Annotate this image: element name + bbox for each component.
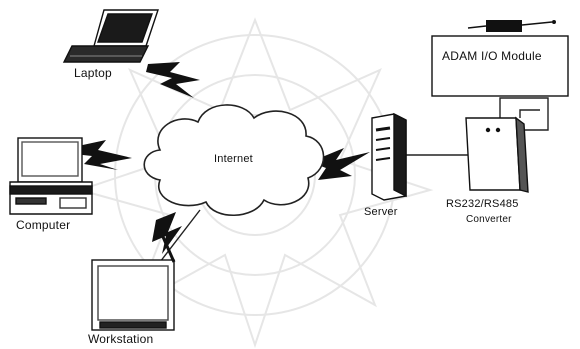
adam-module-device-icon (467, 20, 556, 32)
internet-label: Internet (214, 153, 253, 165)
lightning-links (74, 62, 370, 254)
adam-module-box (431, 35, 569, 97)
computer-icon (9, 137, 93, 215)
lightning-workstation (152, 212, 182, 254)
internet-cloud-shape (143, 104, 325, 217)
adam-module-label: ADAM I/O Module (442, 49, 542, 63)
link-converter-module (499, 97, 549, 131)
lightning-server-internet (310, 148, 370, 180)
server-icon (371, 112, 407, 201)
converter-label-line2: Converter (466, 214, 512, 225)
link-internet-workstation (159, 209, 201, 263)
server-label: Server (364, 206, 398, 218)
computer-label: Computer (16, 218, 71, 232)
connections (159, 97, 549, 263)
laptop-label: Laptop (74, 66, 112, 80)
converter-label-line1: RS232/RS485 (446, 198, 519, 210)
workstation-label: Workstation (88, 332, 154, 346)
laptop-icon (62, 9, 159, 63)
lightning-computer-internet (74, 140, 132, 170)
converter-icon (465, 116, 529, 193)
lightning-laptop-internet (146, 62, 200, 98)
workstation-icon (91, 229, 176, 331)
link-module-converter (519, 109, 540, 118)
